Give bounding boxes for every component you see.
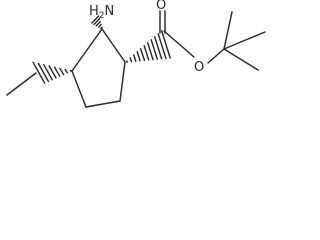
ring-bond-c2-c3: [119, 61, 126, 102]
ring-bond-c4-c5: [71, 70, 87, 108]
amine-h-label: H: [89, 4, 99, 19]
ethyl-terminal-bond: [6, 72, 37, 96]
tbu-methyl-down: [223, 48, 259, 71]
tbu-methyl-right: [223, 31, 266, 50]
molecule-structure: H2N O O: [6, 0, 266, 108]
structure-canvas: H2N O O: [0, 0, 272, 122]
amine-subscript: 2: [99, 11, 105, 21]
ester-oxygen-label: O: [194, 60, 204, 75]
amine-n-label: N: [105, 4, 115, 19]
amine-label: H2N: [89, 4, 114, 21]
tbu-methyl-up: [223, 11, 233, 50]
o-tbu-bond: [207, 48, 225, 64]
ester-c-o-bond: [163, 30, 195, 58]
carbonyl-oxygen-label: O: [156, 0, 166, 13]
ring-bond-c1-c2: [101, 28, 126, 63]
ring-bond-c3-c4: [85, 100, 121, 108]
amine-hashed-bond: [91, 15, 103, 30]
ring-bond-c5-c1: [71, 28, 103, 72]
carboxylate-hashed-bond: [125, 30, 171, 63]
ethyl-hashed-bond: [32, 61, 72, 84]
